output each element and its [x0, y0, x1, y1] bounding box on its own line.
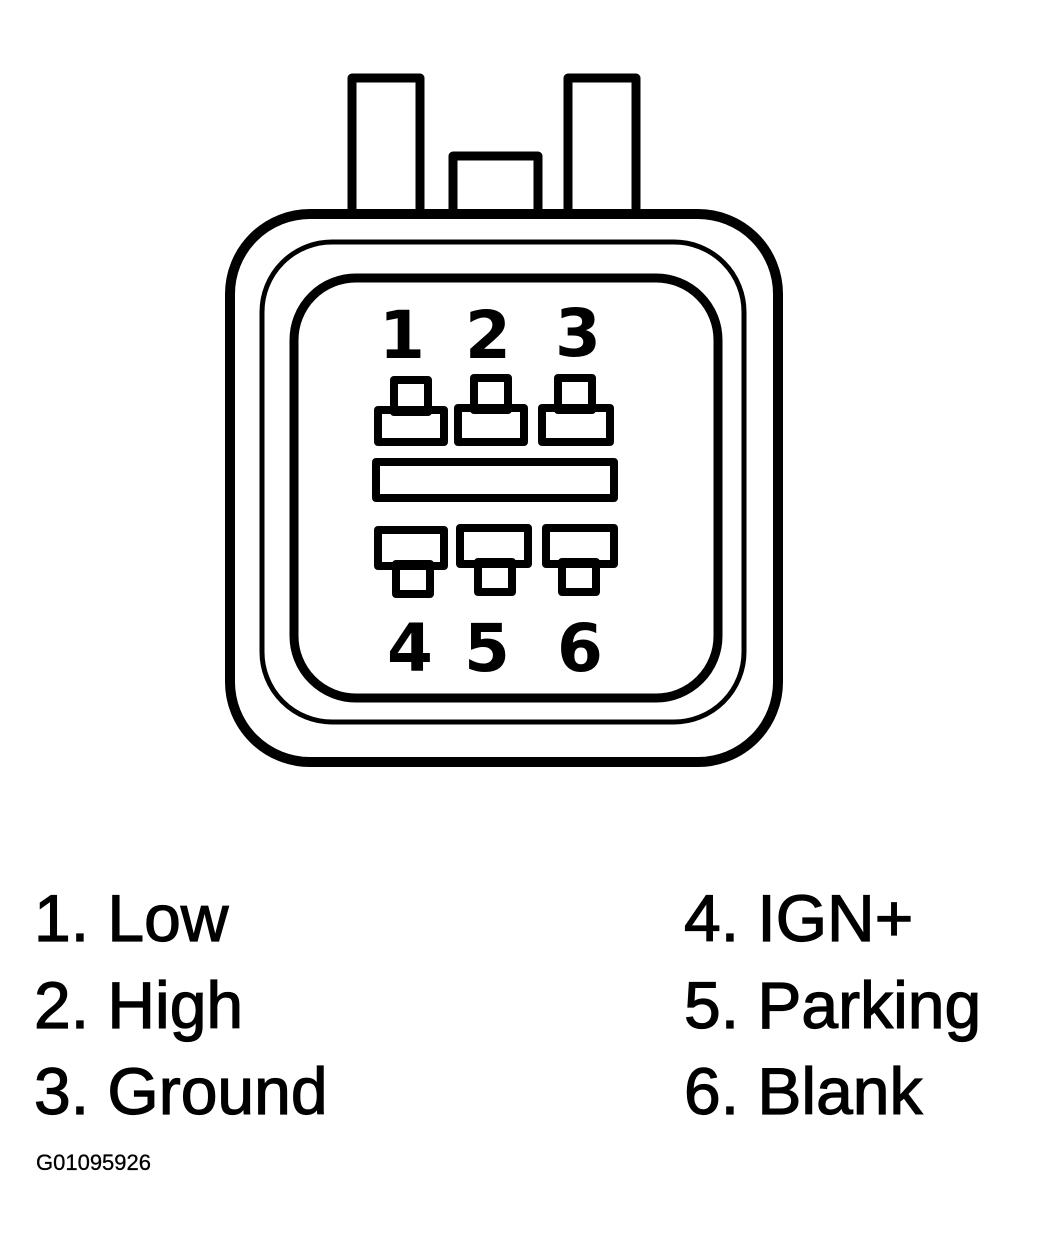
- pin-number-5: 5: [464, 610, 510, 687]
- figure-code: G01095926: [36, 1150, 151, 1175]
- legend-item-3: 3. Ground: [33, 1054, 328, 1128]
- connector-key-bar: [372, 458, 618, 502]
- connector-diagram: 1 2 3 4 5 6: [225, 73, 783, 767]
- connector-housing-inner: [289, 273, 723, 703]
- connector-housing-outer: [225, 209, 783, 767]
- legend-item-5: 5. Parking: [683, 968, 982, 1042]
- pin-number-6: 6: [557, 610, 603, 687]
- connector-housing-middle: [259, 239, 747, 725]
- pin-3-terminal: [538, 404, 614, 446]
- legend-item-4: 4. IGN+: [683, 881, 914, 955]
- legend-item-6: 6. Blank: [683, 1054, 923, 1128]
- pin-number-1: 1: [379, 297, 425, 374]
- pin-5-terminal-tip: [474, 558, 516, 596]
- pin-2-terminal: [454, 404, 528, 446]
- pin-6-terminal-tip: [558, 558, 600, 596]
- legend-item-1: 1. Low: [33, 881, 229, 955]
- pin-number-2: 2: [465, 297, 511, 374]
- legend-item-2: 2. High: [33, 968, 244, 1042]
- pin-4-terminal-tip: [392, 560, 434, 598]
- pin-number-4: 4: [387, 610, 433, 687]
- pin-1-terminal: [374, 406, 448, 446]
- pin-number-3: 3: [555, 295, 601, 372]
